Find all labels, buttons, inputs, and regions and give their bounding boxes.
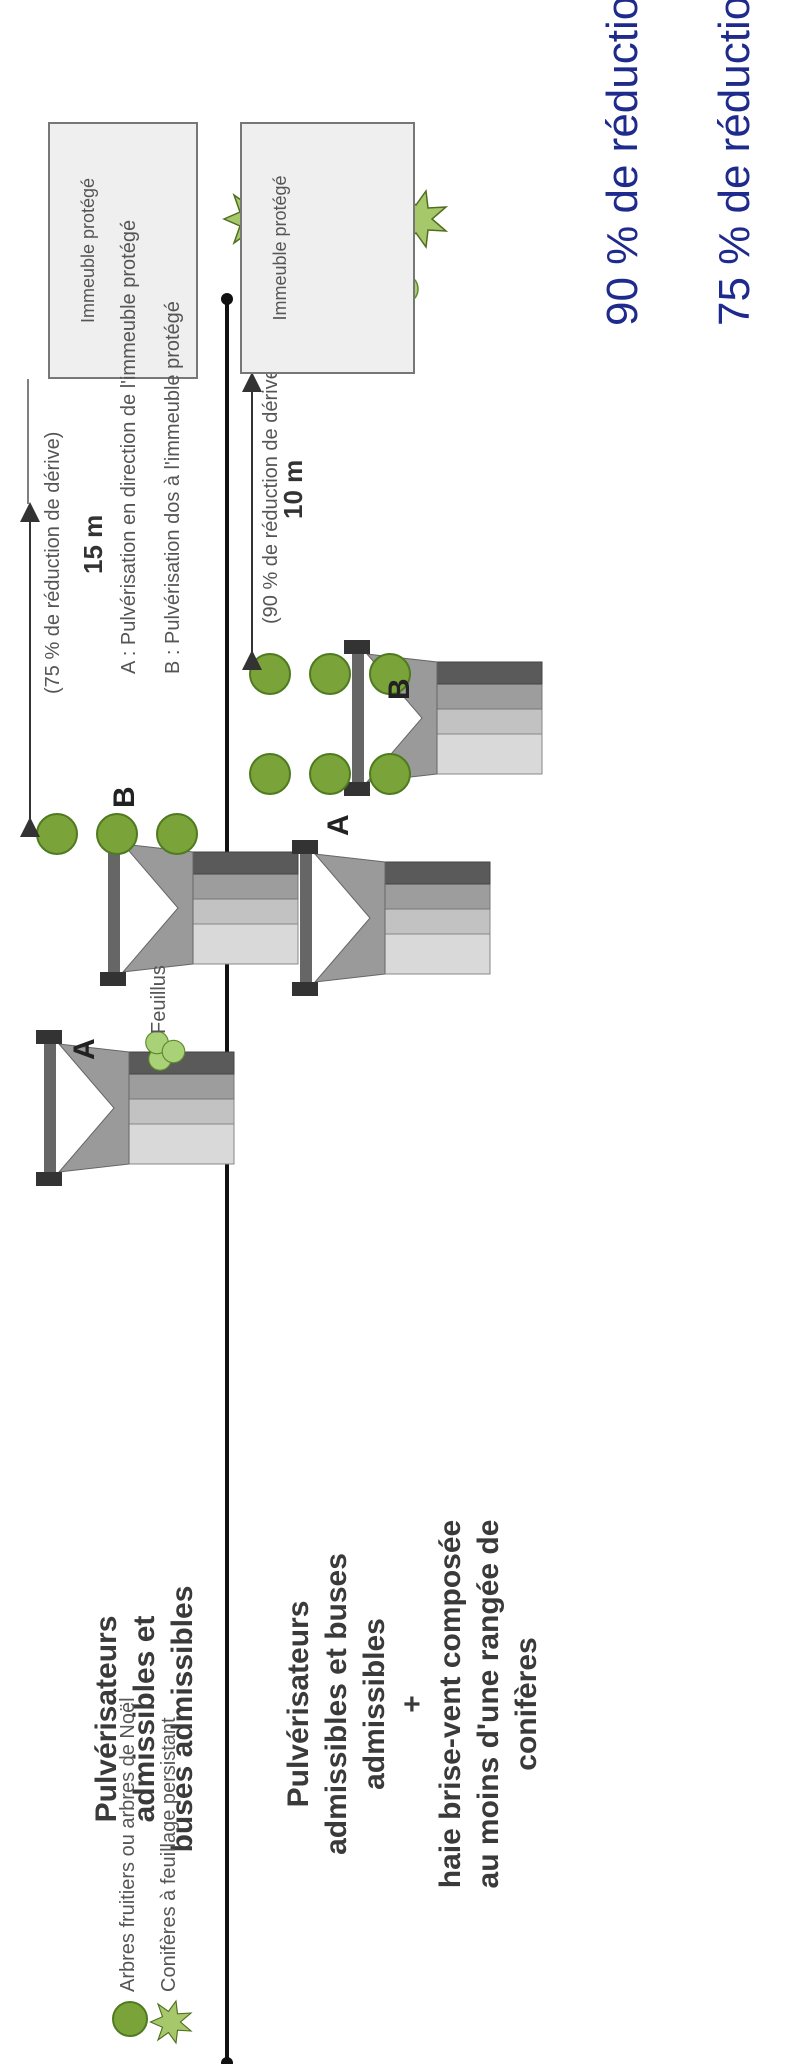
fruit-tree <box>36 813 78 855</box>
scenario1-building-label: Immeuble protégé <box>78 177 98 324</box>
scenario1-label-a: A <box>68 1038 101 1060</box>
fruit-tree <box>369 653 411 695</box>
scenario2-sprayer-a <box>291 839 491 997</box>
scenario1-distance-note: (75 % de réduction de dérive) <box>42 431 64 694</box>
scenario2-distance-note: (90 % de réduction de dérive) <box>260 361 282 624</box>
scenario2-building-label: Immeuble protégé <box>270 175 290 321</box>
scenario2-reduction: 90 % de réduction de la dérive <box>598 0 647 326</box>
fruit-tree <box>96 813 138 855</box>
fruit-tree <box>156 813 198 855</box>
fruit-tree <box>249 653 291 695</box>
legend-fruit-tree-icon <box>112 2001 148 2037</box>
scenario1-sprayer-b <box>99 829 299 987</box>
scenario1-reduction: 75 % de réduction de la dérive <box>710 0 759 326</box>
scenario2-label-b: B <box>383 678 416 700</box>
scenario2-building: Immeuble protégé <box>240 122 415 374</box>
scenario1-label-b: B <box>108 786 141 808</box>
scenario2-label-a: A <box>322 814 355 836</box>
legend-conifer-icon <box>149 2000 192 2044</box>
legend-b-desc: B : Pulvérisation dos à l'immeuble proté… <box>162 301 184 674</box>
legend-deciduous: Feuillus <box>148 965 170 1034</box>
fruit-tree <box>309 653 351 695</box>
legend-conifers: Conifères à feuillage persistant <box>158 1717 180 1992</box>
legend-fruit-trees: Arbres fruitiers ou arbres de Noël <box>117 1697 139 1992</box>
fruit-tree <box>369 753 411 795</box>
scenario1-sprayer-a <box>35 1029 235 1187</box>
legend-a-desc: A : Pulvérisation en direction de l'imme… <box>118 219 140 674</box>
fruit-tree <box>249 753 291 795</box>
divider-end-right <box>221 293 233 305</box>
divider-end-left <box>221 2057 233 2064</box>
fruit-tree <box>309 753 351 795</box>
scenario1-distance: 15 m <box>78 514 108 574</box>
